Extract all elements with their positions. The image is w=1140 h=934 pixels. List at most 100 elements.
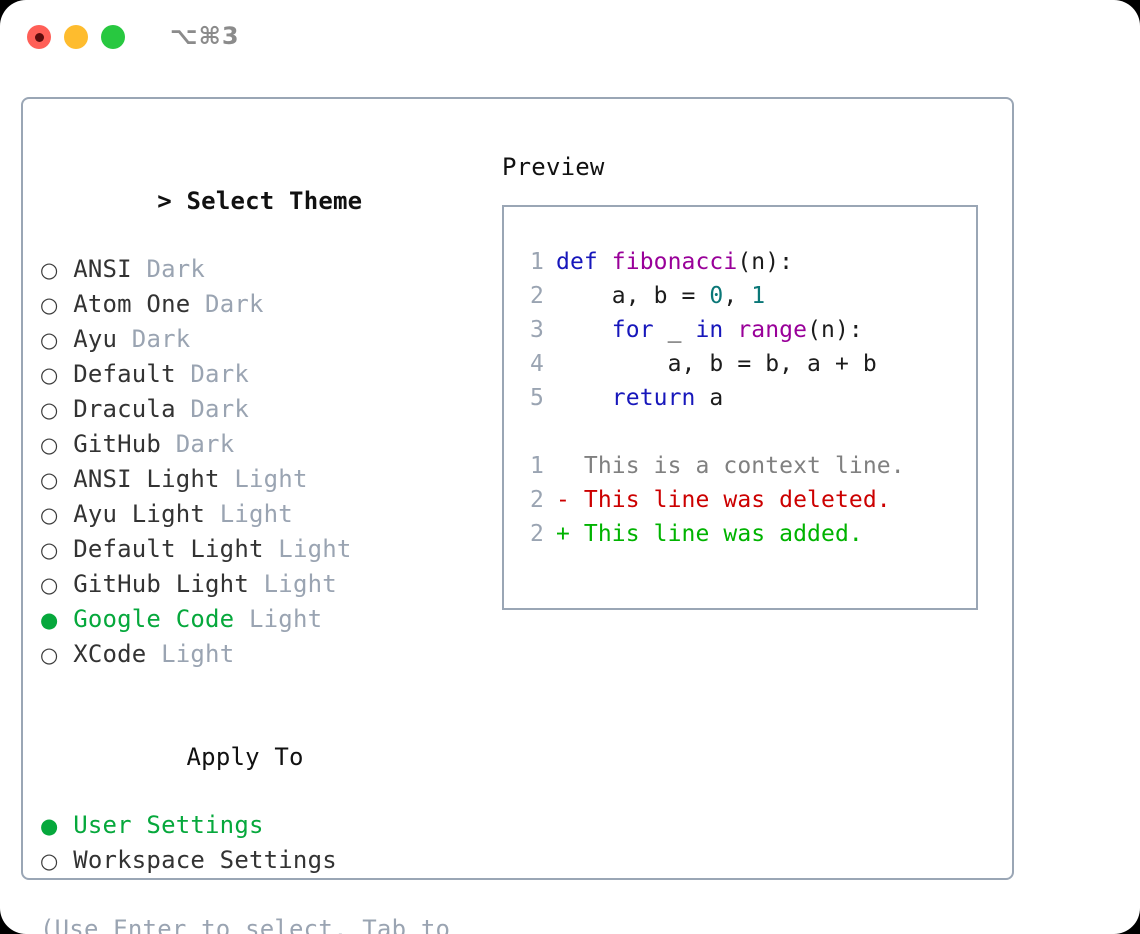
code-token-txt: _ [653, 317, 696, 343]
theme-option-dracula[interactable]: ○ Dracula Dark [40, 392, 480, 427]
diff-line-text: This is a context line. [569, 453, 905, 479]
theme-option-google-code[interactable]: ● Google Code Light [40, 602, 480, 637]
keyboard-shortcut-label: ⌥⌘3 [170, 22, 240, 50]
theme-option-variant-tag: Light [263, 570, 337, 598]
apply-to-option-user-settings[interactable]: ● User Settings [40, 808, 480, 843]
code-line-number: 2 [530, 283, 544, 309]
theme-option-label: Ayu [73, 325, 118, 353]
theme-option-list: ○ ANSI Dark○ Atom One Dark○ Ayu Dark○ De… [40, 252, 480, 672]
code-line-number: 1 [530, 249, 544, 275]
theme-option-ayu-light[interactable]: ○ Ayu Light Light [40, 497, 480, 532]
diff-line-text: This line was added. [569, 521, 863, 547]
code-token-kw: def [556, 249, 598, 275]
maximize-window-button[interactable] [101, 25, 125, 49]
theme-option-default-light[interactable]: ○ Default Light Light [40, 532, 480, 567]
radio-unselected-icon: ○ [40, 363, 59, 387]
code-token-num: 0 [709, 283, 724, 309]
theme-option-label: GitHub Light [73, 570, 249, 598]
minimize-window-button[interactable] [64, 25, 88, 49]
code-token-txt: a, b = [556, 283, 710, 309]
theme-option-variant-tag: Dark [175, 430, 235, 458]
theme-option-variant-tag: Light [219, 500, 293, 528]
theme-option-variant-tag: Light [234, 465, 308, 493]
theme-selector-column: > Select Theme ○ ANSI Dark○ Atom One Dar… [40, 150, 480, 934]
theme-option-variant-tag: Light [161, 640, 235, 668]
diff-sample: 1 This is a context line.2- This line wa… [504, 449, 976, 551]
close-window-button[interactable] [27, 25, 51, 49]
theme-option-label: Dracula [73, 395, 176, 423]
diff-line-number: 1 [530, 453, 544, 479]
code-line-number: 5 [530, 385, 544, 411]
title-bar: ⌥⌘3 [0, 0, 1140, 80]
radio-unselected-icon: ○ [40, 468, 59, 492]
code-token-kw: for [611, 317, 654, 343]
radio-unselected-icon: ○ [40, 849, 59, 873]
diff-marker: + [556, 521, 570, 547]
diff-line-text: This line was deleted. [569, 487, 891, 513]
theme-option-xcode[interactable]: ○ XCode Light [40, 637, 480, 672]
radio-unselected-icon: ○ [40, 293, 59, 317]
theme-option-atom-one[interactable]: ○ Atom One Dark [40, 287, 480, 322]
theme-option-label: Default Light [73, 535, 264, 563]
code-token-txt [598, 249, 612, 275]
diff-marker: - [556, 487, 570, 513]
preview-title: Preview [502, 153, 605, 181]
theme-option-variant-tag: Dark [190, 395, 249, 423]
radio-selected-icon: ● [40, 814, 59, 838]
diff-line-del: 2- This line was deleted. [504, 483, 976, 517]
code-token-txt: a [695, 385, 724, 411]
radio-unselected-icon: ○ [40, 398, 59, 422]
theme-option-variant-tag: Dark [190, 360, 249, 388]
theme-option-label: XCode [73, 640, 147, 668]
theme-option-variant-tag: Dark [205, 290, 264, 318]
theme-option-label: Ayu Light [73, 500, 206, 528]
theme-option-variant-tag: Light [249, 605, 323, 633]
theme-option-label: GitHub [73, 430, 162, 458]
code-line: 2 a, b = 0, 1 [504, 279, 976, 313]
radio-unselected-icon: ○ [40, 573, 59, 597]
theme-list-title-label: Select Theme [186, 187, 363, 215]
theme-option-label: Default [73, 360, 176, 388]
radio-unselected-icon: ○ [40, 258, 59, 282]
diff-line-number: 2 [530, 521, 544, 547]
radio-unselected-icon: ○ [40, 643, 59, 667]
code-token-txt [556, 317, 612, 343]
code-line: 3 for _ in range(n): [504, 313, 976, 347]
radio-unselected-icon: ○ [40, 433, 59, 457]
code-token-txt: (n): [737, 249, 794, 275]
code-token-kw: in [695, 317, 724, 343]
code-token-txt: , [723, 283, 752, 309]
theme-option-label: ANSI [73, 255, 132, 283]
theme-option-github[interactable]: ○ GitHub Dark [40, 427, 480, 462]
theme-option-ansi[interactable]: ○ ANSI Dark [40, 252, 480, 287]
apply-to-option-workspace-settings[interactable]: ○ Workspace Settings [40, 843, 480, 878]
radio-unselected-icon: ○ [40, 503, 59, 527]
apply-to-title-label: Apply To [186, 743, 304, 771]
theme-option-github-light[interactable]: ○ GitHub Light Light [40, 567, 480, 602]
diff-line-ctx: 1 This is a context line. [504, 449, 976, 483]
diff-line-add: 2 + This line was added. [504, 517, 976, 551]
theme-option-variant-tag: Light [278, 535, 352, 563]
code-line: 5 return a [504, 381, 976, 415]
theme-option-ayu[interactable]: ○ Ayu Dark [40, 322, 480, 357]
apply-to-title: Apply To [40, 706, 480, 808]
code-token-num: 1 [751, 283, 766, 309]
code-line-number: 3 [530, 317, 544, 343]
diff-line-number: 2 [530, 487, 544, 513]
keyboard-hint-text: (Use Enter to select, Tab to change focu… [40, 915, 451, 934]
theme-option-variant-tag: Dark [131, 325, 191, 353]
theme-option-default[interactable]: ○ Default Dark [40, 357, 480, 392]
theme-option-label: Atom One [73, 290, 191, 318]
radio-selected-icon: ● [40, 608, 59, 632]
diff-marker [556, 453, 570, 479]
code-token-txt [723, 317, 737, 343]
prompt-caret-icon: > [157, 187, 172, 215]
theme-option-ansi-light[interactable]: ○ ANSI Light Light [40, 462, 480, 497]
apply-to-option-label: Workspace Settings [73, 846, 337, 874]
code-token-fn: fibonacci [611, 249, 738, 275]
code-line: 1 def fibonacci(n): [504, 245, 976, 279]
main-panel: > Select Theme ○ ANSI Dark○ Atom One Dar… [21, 97, 1014, 934]
